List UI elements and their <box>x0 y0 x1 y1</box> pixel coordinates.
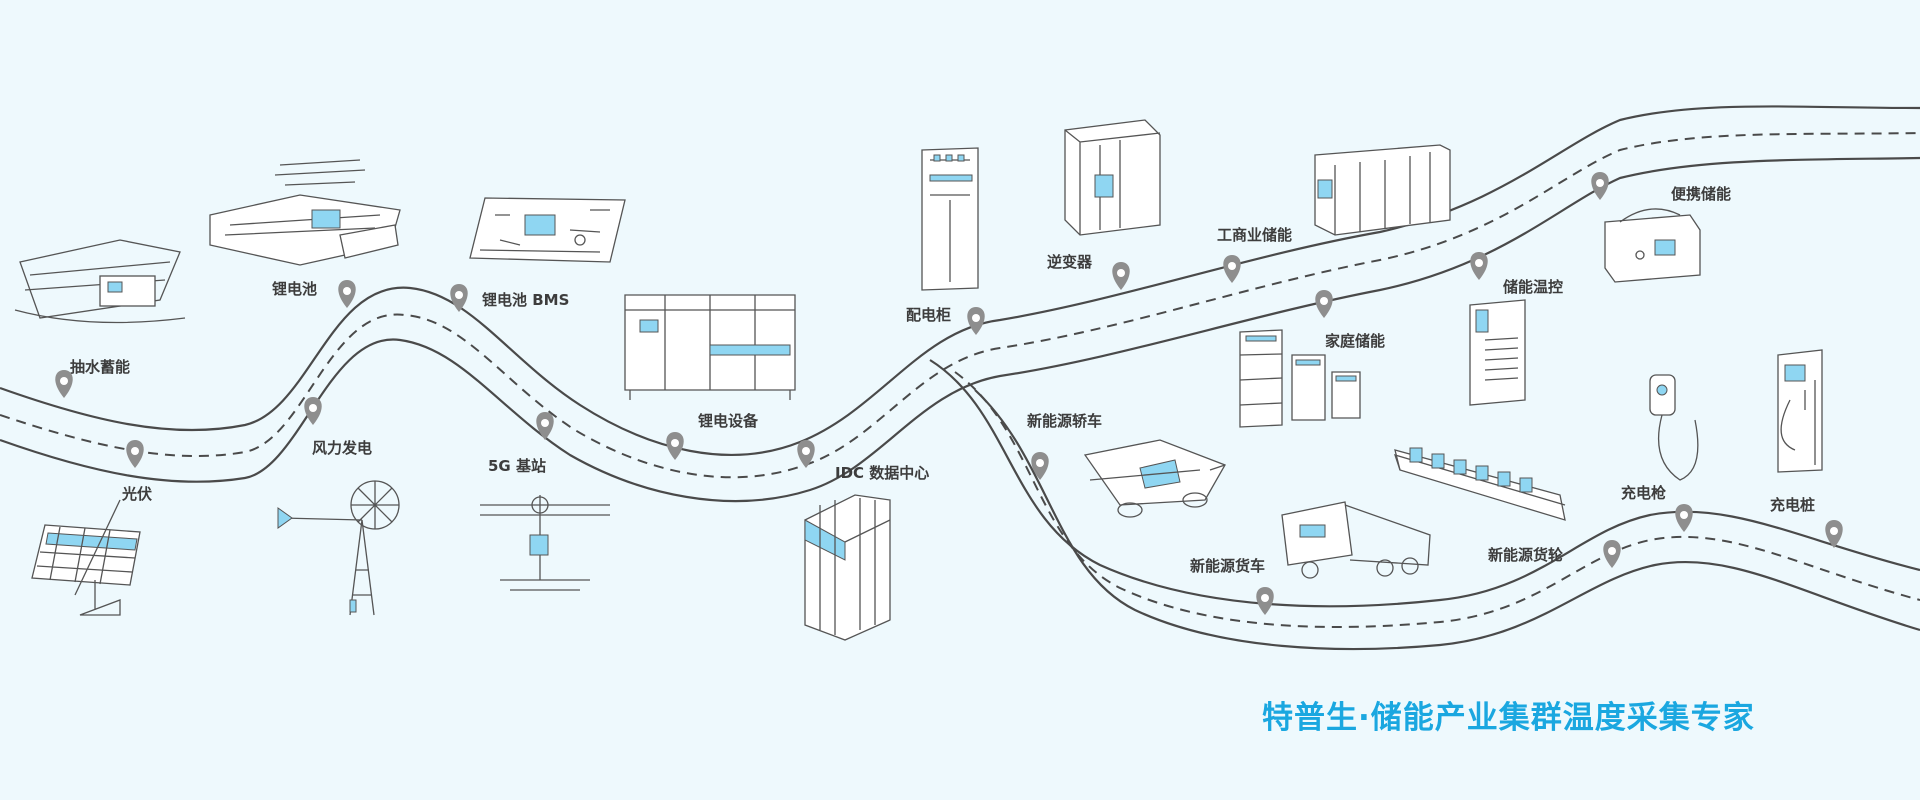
wind-turbine-illustration <box>277 480 400 616</box>
stop-label-ev-truck[interactable]: 新能源货车 <box>1190 557 1266 575</box>
lithium-equipment-illustration <box>624 294 796 400</box>
stop-label-wind-power[interactable]: 风力发电 <box>312 439 373 457</box>
stop-label-home-storage[interactable]: 家庭储能 <box>1325 332 1386 350</box>
commercial-storage-illustration <box>1314 144 1451 236</box>
ev-car-illustration <box>1083 439 1226 518</box>
stop-label-lithium-battery[interactable]: 锂电池 <box>272 280 318 298</box>
idc-rack-illustration <box>804 494 891 641</box>
stop-label-charging-pile[interactable]: 充电桩 <box>1770 496 1816 514</box>
stop-label-storage-thermal-control[interactable]: 储能温控 <box>1503 278 1564 296</box>
portable-storage-illustration <box>1604 208 1701 283</box>
stop-label-portable-storage[interactable]: 便携储能 <box>1671 185 1732 203</box>
location-pin-icon <box>55 172 1843 615</box>
distribution-cabinet-illustration <box>921 147 979 291</box>
stop-label-distribution-cabinet[interactable]: 配电柜 <box>906 306 952 324</box>
ev-cargo-ship-illustration <box>1393 447 1566 521</box>
stop-label-solar-pv[interactable]: 光伏 <box>122 485 153 503</box>
stop-label-commercial-storage[interactable]: 工商业储能 <box>1217 226 1293 244</box>
bms-board-illustration <box>469 197 626 263</box>
stop-label-ev-car[interactable]: 新能源轿车 <box>1027 412 1103 430</box>
home-storage-illustration <box>1239 329 1361 428</box>
stop-label-ev-ship[interactable]: 新能源货轮 <box>1488 546 1564 564</box>
stop-label-5g-base-station[interactable]: 5G 基站 <box>488 457 546 475</box>
solar-panel-illustration <box>31 499 141 616</box>
stop-label-lithium-equipment[interactable]: 锂电设备 <box>698 412 759 430</box>
main-road <box>0 105 1920 503</box>
brand-tagline: 特普生·储能产业集群温度采集专家 <box>1262 700 1755 736</box>
inverter-illustration <box>1064 119 1161 236</box>
stop-label-idc-data-center[interactable]: IDC 数据中心 <box>835 464 930 482</box>
lithium-battery-illustration <box>209 159 401 266</box>
thermal-control-unit-illustration <box>1469 299 1526 406</box>
stop-label-inverter[interactable]: 逆变器 <box>1047 253 1093 271</box>
charging-gun-illustration <box>1649 374 1699 481</box>
lower-road <box>929 359 1920 651</box>
ev-truck-illustration <box>1281 501 1431 579</box>
charging-pile-illustration <box>1777 349 1823 473</box>
stop-label-pumped-hydro[interactable]: 抽水蓄能 <box>70 358 131 376</box>
stop-label-lithium-bms[interactable]: 锂电池 BMS <box>482 291 570 309</box>
5g-tower-illustration <box>480 495 610 591</box>
stop-label-charging-gun[interactable]: 充电枪 <box>1621 484 1667 502</box>
pumped-hydro-illustration <box>14 239 186 324</box>
